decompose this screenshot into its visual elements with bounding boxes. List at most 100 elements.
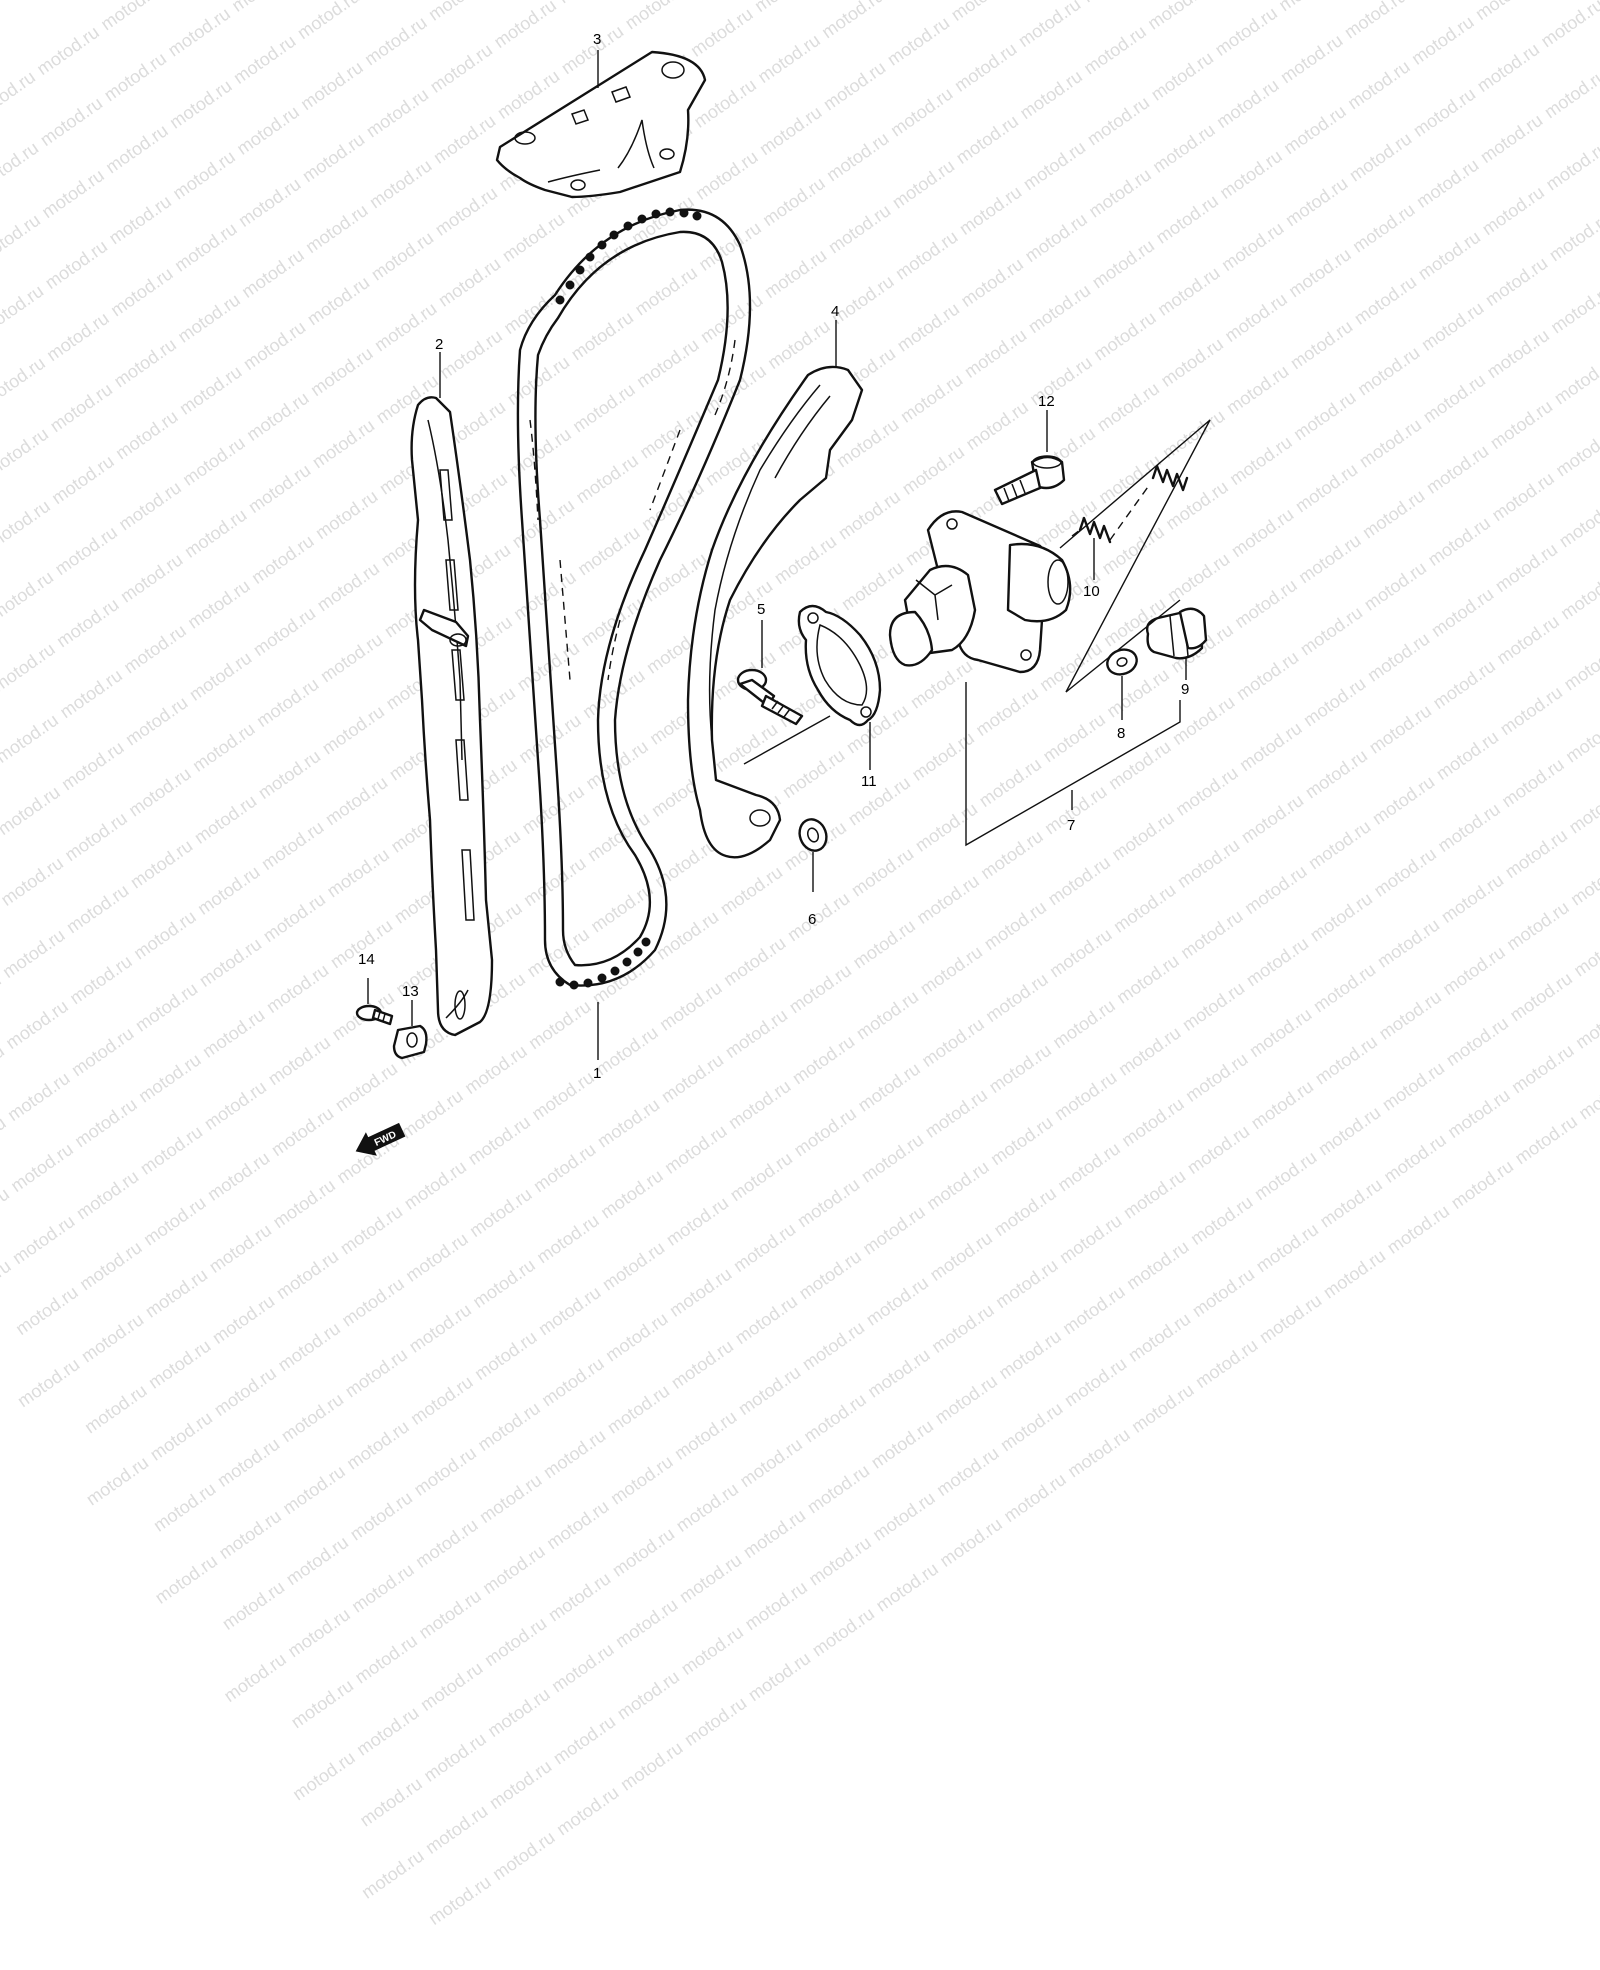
watermark-text: motod.ru — [477, 1807, 575, 1901]
watermark-text: motod.ru — [659, 1386, 757, 1480]
watermark-text: motod.ru — [404, 1565, 502, 1659]
watermark-text: motod.ru — [130, 1244, 228, 1338]
watermark-text: motod.ru — [921, 1422, 1019, 1516]
watermark-text: motod.ru — [723, 1342, 821, 1436]
watermark-text: motod.ru — [0, 1235, 32, 1329]
watermark-text: motod.ru — [531, 1476, 629, 1570]
watermark-text: motod.ru — [395, 1351, 493, 1445]
watermark-text: motod.ru — [857, 1467, 955, 1561]
watermark-text: motod.ru — [332, 1396, 430, 1490]
watermark-text: motod.ru — [346, 1825, 444, 1919]
watermark-text: motod.ru — [410, 1780, 508, 1874]
watermark-text: motod.ru — [71, 1432, 169, 1526]
watermark-text: motod.ru — [261, 1226, 359, 1320]
watermark-text: motod.ru — [405, 1637, 503, 1731]
fwd-label: FWD — [373, 1129, 398, 1149]
watermark-text: motod.ru — [718, 1199, 816, 1293]
watermark-text: motod.ru — [194, 1199, 292, 1293]
part-3-chain-guide-top — [497, 52, 705, 197]
watermark-text: motod.ru — [1180, 1314, 1278, 1408]
watermark-text: motod.ru — [1244, 1270, 1342, 1364]
part-10-springs — [1072, 466, 1187, 542]
watermark-text: motod.ru — [463, 1377, 561, 1471]
watermark-text: motod.ru — [458, 1234, 556, 1328]
watermark-text: motod.ru — [273, 1584, 371, 1678]
watermark-text: motod.ru — [789, 1369, 887, 1463]
watermark-text: motod.ru — [0, 1191, 96, 1285]
fwd-arrow-icon: FWD — [351, 1119, 406, 1162]
callout-13: 13 — [402, 983, 419, 1000]
watermark-text: motod.ru — [340, 1610, 438, 1704]
watermark-text: motod.ru — [1177, 1244, 1275, 1338]
part-9-plug-bolt — [1147, 609, 1206, 658]
part-11-gasket — [799, 606, 880, 725]
part-6-washer — [795, 816, 830, 855]
callout-6: 6 — [808, 911, 816, 928]
parts-diagram: 1 2 3 4 5 6 7 8 9 10 11 12 13 14 FWD — [0, 0, 1600, 1200]
watermark-text: motod.ru — [276, 1655, 374, 1749]
watermark-text: motod.ru — [204, 1486, 302, 1580]
watermark-text: motod.ru — [536, 1619, 634, 1713]
watermark-text: motod.ru — [792, 1440, 890, 1534]
callout-9: 9 — [1181, 681, 1189, 698]
watermark-text: motod.ru — [985, 1378, 1083, 1472]
watermark-text: motod.ru — [523, 1262, 621, 1356]
watermark-text: motod.ru — [787, 1297, 885, 1391]
leader-lines — [368, 50, 1186, 1060]
watermark-text: motod.ru — [327, 1253, 425, 1347]
part-2-chain-guide-left — [412, 397, 492, 1035]
watermark-text: motod.ru — [66, 1289, 164, 1383]
watermark-text: motod.ru — [602, 1646, 700, 1740]
watermark-text: motod.ru — [409, 1708, 507, 1802]
watermark-text: motod.ru — [725, 1414, 823, 1508]
watermark-text: motod.ru — [853, 1324, 951, 1418]
watermark-text: motod.ru — [140, 1530, 238, 1624]
watermark-text: motod.ru — [528, 1405, 626, 1499]
watermark-text: motod.ru — [728, 1485, 826, 1579]
watermark-text: motod.ru — [209, 1629, 307, 1723]
watermark-text: motod.ru — [669, 1672, 767, 1766]
watermark-text: motod.ru — [271, 1512, 369, 1606]
part-12-bolt — [995, 456, 1064, 504]
watermark-text: motod.ru — [526, 1333, 624, 1427]
watermark-text: motod.ru — [277, 1727, 375, 1821]
watermark-text: motod.ru — [1116, 1359, 1214, 1453]
watermark-text: motod.ru — [654, 1243, 752, 1337]
chain-links-bottom — [556, 938, 650, 989]
watermark-text: motod.ru — [138, 1458, 236, 1552]
watermark-text: motod.ru — [336, 1539, 434, 1633]
watermark-text: motod.ru — [207, 1556, 305, 1650]
part-14-screw — [357, 1006, 392, 1024]
watermark-text: motod.ru — [472, 1664, 570, 1758]
watermark-text: motod.ru — [733, 1628, 831, 1722]
watermark-text: motod.ru — [592, 1360, 690, 1454]
part-7-tensioner-body — [890, 511, 1070, 672]
watermark-text: motod.ru — [394, 1279, 492, 1373]
watermark-text: motod.ru — [263, 1298, 361, 1392]
watermark-text: motod.ru — [1308, 1225, 1406, 1319]
part-5-bolt — [738, 670, 802, 724]
watermark-text: motod.ru — [330, 1324, 428, 1418]
watermark-text: motod.ru — [1113, 1288, 1211, 1382]
watermark-text: motod.ru — [605, 1717, 703, 1811]
part-13-plate — [394, 1026, 426, 1058]
watermark-text: motod.ru — [664, 1529, 762, 1623]
watermark-text: motod.ru — [266, 1369, 364, 1463]
callout-14: 14 — [358, 951, 375, 968]
watermark-text: motod.ru — [268, 1441, 366, 1535]
callout-7: 7 — [1067, 817, 1075, 834]
watermark-text: motod.ru — [720, 1271, 818, 1365]
callout-11: 11 — [861, 773, 877, 790]
watermark-text: motod.ru — [522, 1190, 620, 1284]
watermark-text: motod.ru — [597, 1503, 695, 1597]
watermark-text: motod.ru — [595, 1431, 693, 1525]
watermark-text: motod.ru — [797, 1583, 895, 1677]
watermark-text: motod.ru — [335, 1467, 433, 1561]
watermark-text: motod.ru — [541, 1762, 639, 1856]
watermark-text: motod.ru — [399, 1422, 497, 1516]
watermark-text: motod.ru — [661, 1458, 759, 1552]
watermark-text: motod.ru — [538, 1691, 636, 1785]
callout-8: 8 — [1117, 725, 1125, 742]
watermark-text: motod.ru — [1111, 1216, 1209, 1310]
watermark-text: motod.ru — [856, 1395, 954, 1489]
